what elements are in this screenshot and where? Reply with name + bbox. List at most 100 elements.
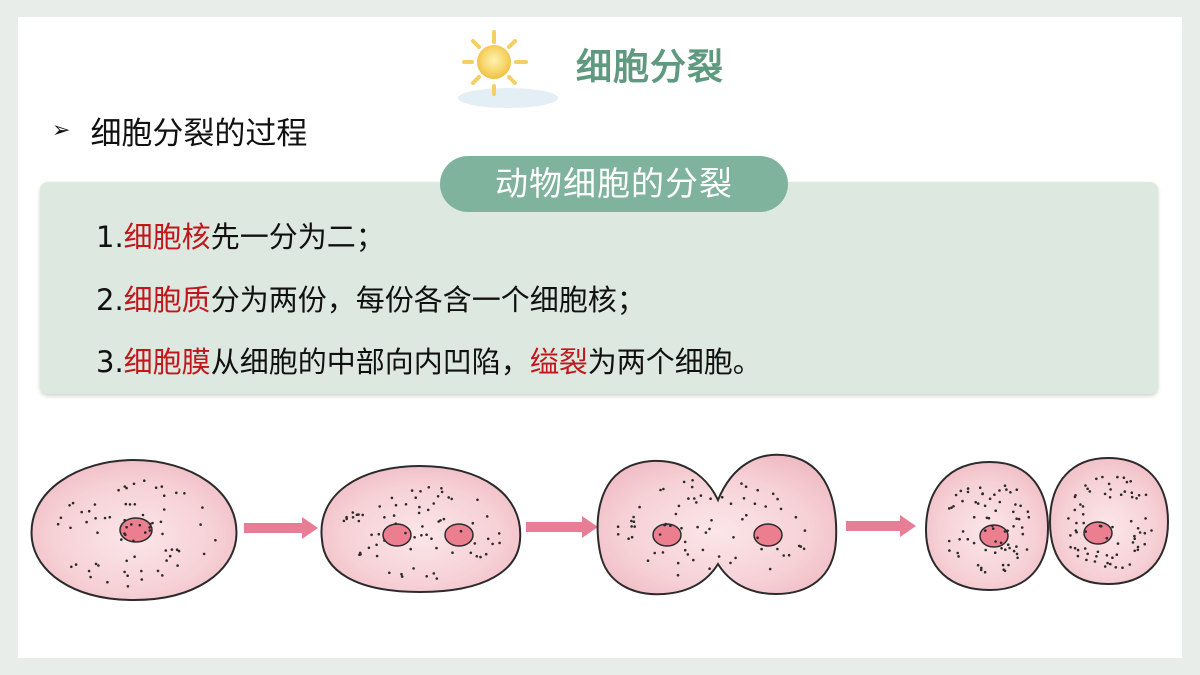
cytoplasm-dot bbox=[993, 493, 996, 497]
cytoplasm-dot bbox=[1129, 519, 1133, 523]
cytoplasm-dot bbox=[342, 519, 346, 523]
cytoplasm-dot bbox=[473, 542, 477, 545]
cytoplasm-dot bbox=[1083, 547, 1087, 550]
cytoplasm-dot bbox=[351, 511, 355, 514]
cytoplasm-dot bbox=[70, 565, 73, 569]
cytoplasm-dot bbox=[426, 508, 430, 512]
cytoplasm-dot bbox=[956, 551, 959, 555]
cytoplasm-dot bbox=[1006, 529, 1009, 532]
cytoplasm-dot bbox=[1128, 563, 1132, 566]
cytoplasm-dot bbox=[123, 518, 126, 522]
cytoplasm-dot bbox=[418, 505, 421, 509]
cytoplasm-dot bbox=[159, 520, 163, 524]
cytoplasm-dot bbox=[633, 525, 636, 528]
cytoplasm-dot bbox=[106, 580, 109, 584]
cytoplasm-dot bbox=[175, 548, 179, 551]
cytoplasm-dot bbox=[794, 515, 798, 519]
cytoplasm-dot bbox=[435, 546, 438, 550]
cytoplasm-dot bbox=[717, 555, 721, 558]
cytoplasm-dot bbox=[440, 487, 443, 490]
cytoplasm-dot bbox=[141, 513, 145, 517]
cytoplasm-dot bbox=[133, 503, 137, 506]
cytoplasm-dot bbox=[1136, 527, 1140, 530]
cytoplasm-dot bbox=[1074, 494, 1077, 497]
cytoplasm-dot bbox=[686, 553, 690, 556]
cytoplasm-dot bbox=[1095, 555, 1098, 558]
cytoplasm-dot bbox=[1121, 566, 1124, 569]
cytoplasm-dot bbox=[1067, 517, 1070, 520]
cytoplasm-dot bbox=[1084, 530, 1087, 533]
cytoplasm-dot bbox=[740, 482, 743, 485]
cytoplasm-dot bbox=[1003, 484, 1007, 488]
cytoplasm-dot bbox=[1012, 549, 1016, 553]
cytoplasm-dot bbox=[148, 522, 152, 526]
cytoplasm-dot bbox=[797, 544, 801, 548]
cytoplasm-dot bbox=[497, 532, 501, 535]
cytoplasm-dot bbox=[1005, 488, 1008, 491]
cytoplasm-dot bbox=[760, 547, 763, 551]
step-number: 3. bbox=[96, 345, 124, 379]
cytoplasm-dot bbox=[1069, 545, 1072, 549]
cytoplasm-dot bbox=[130, 523, 133, 526]
cytoplasm-dot bbox=[980, 566, 983, 570]
cytoplasm-dot bbox=[663, 523, 666, 527]
cytoplasm-dot bbox=[161, 574, 164, 577]
cytoplasm-dot bbox=[436, 495, 440, 498]
cytoplasm-dot bbox=[214, 538, 217, 542]
cytoplasm-dot bbox=[966, 487, 970, 490]
cytoplasm-dot bbox=[74, 563, 78, 566]
cytoplasm-dot bbox=[776, 497, 779, 501]
cytoplasm-dot bbox=[677, 504, 681, 508]
cytoplasm-dot bbox=[394, 503, 398, 507]
cytoplasm-dot bbox=[991, 527, 995, 530]
cytoplasm-dot bbox=[1016, 556, 1019, 560]
cytoplasm-dot bbox=[1116, 542, 1120, 545]
cytoplasm-dot bbox=[170, 548, 174, 551]
nucleus bbox=[119, 517, 153, 543]
cytoplasm-dot bbox=[120, 538, 123, 541]
cytoplasm-dot bbox=[979, 568, 983, 572]
cytoplasm-dot bbox=[94, 517, 97, 520]
cytoplasm-dot bbox=[691, 479, 694, 482]
cytoplasm-dot bbox=[1084, 484, 1087, 487]
cytoplasm-dot bbox=[1075, 521, 1078, 525]
cytoplasm-dot bbox=[1081, 505, 1085, 508]
cytoplasm-dot bbox=[421, 525, 424, 528]
cell-stage-1 bbox=[30, 458, 238, 602]
cytoplasm-dot bbox=[357, 519, 361, 523]
cytoplasm-dot bbox=[1138, 531, 1142, 534]
cytoplasm-dot bbox=[1012, 525, 1015, 528]
cytoplasm-dot bbox=[710, 519, 713, 522]
cytoplasm-dot bbox=[1105, 536, 1109, 540]
cytoplasm-dot bbox=[1096, 550, 1100, 554]
cytoplasm-dot bbox=[199, 523, 202, 526]
cytoplasm-dot bbox=[420, 534, 423, 537]
cytoplasm-dot bbox=[440, 490, 444, 494]
cytoplasm-dot bbox=[978, 486, 982, 490]
cytoplasm-dot bbox=[1129, 480, 1132, 483]
cytoplasm-dot bbox=[658, 533, 662, 536]
cytoplasm-dot bbox=[432, 502, 436, 505]
bullet-arrow-icon: ➢ bbox=[52, 118, 71, 143]
cytoplasm-dot bbox=[404, 531, 407, 535]
cytoplasm-dot bbox=[1109, 488, 1112, 491]
cytoplasm-dot bbox=[89, 575, 92, 579]
cytoplasm-dot bbox=[388, 571, 391, 575]
cytoplasm-dot bbox=[683, 548, 687, 552]
cytoplasm-dot bbox=[108, 515, 112, 519]
cytoplasm-dot bbox=[400, 572, 403, 576]
cytoplasm-dot bbox=[998, 489, 1001, 492]
nucleus bbox=[1083, 521, 1113, 545]
cytoplasm-dot bbox=[1086, 487, 1089, 491]
step-text: 分为两份，每份各含一个细胞核； bbox=[210, 283, 646, 317]
cytoplasm-dot bbox=[632, 515, 635, 519]
cytoplasm-dot bbox=[425, 575, 429, 578]
cytoplasm-dot bbox=[1015, 545, 1018, 548]
cytoplasm-dot bbox=[1130, 495, 1134, 499]
cytoplasm-dot bbox=[680, 526, 683, 530]
cytoplasm-dot bbox=[377, 532, 381, 536]
cytoplasm-dot bbox=[802, 547, 806, 551]
cytoplasm-dot bbox=[1006, 543, 1010, 546]
cytoplasm-dot bbox=[1144, 493, 1148, 497]
highlight-term: 缢裂 bbox=[529, 345, 588, 379]
